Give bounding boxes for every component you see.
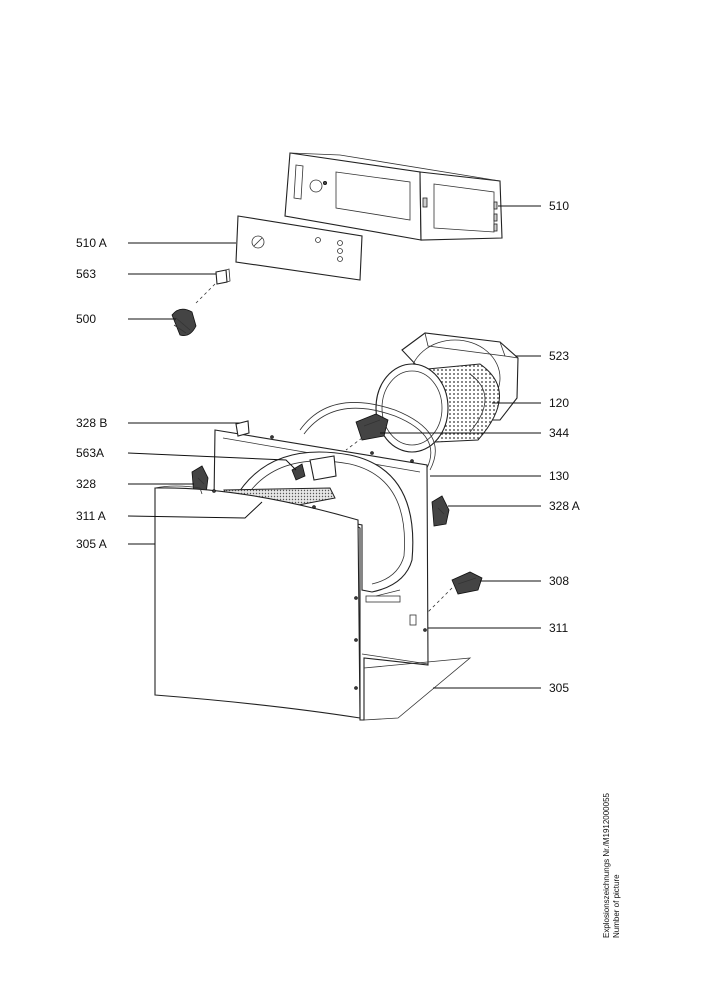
label-305a: 305 A bbox=[76, 537, 107, 551]
fascia-510a bbox=[235, 215, 363, 281]
clip-328a bbox=[431, 495, 450, 527]
label-120: 120 bbox=[549, 396, 569, 410]
label-305: 305 bbox=[549, 681, 569, 695]
drum-120 bbox=[375, 363, 500, 453]
label-510: 510 bbox=[549, 199, 569, 213]
button-563 bbox=[195, 268, 231, 304]
leader-lines bbox=[127, 205, 541, 689]
door-panel-305a bbox=[154, 485, 361, 719]
control-panel-510 bbox=[284, 152, 503, 241]
label-311: 311 bbox=[549, 621, 568, 635]
seal-ring-130 bbox=[299, 402, 436, 471]
label-328b: 328 B bbox=[76, 416, 107, 430]
label-311a: 311 A bbox=[76, 509, 106, 523]
label-563: 563 bbox=[76, 267, 96, 281]
label-344: 344 bbox=[549, 426, 569, 440]
base-plate-305 bbox=[363, 657, 472, 721]
drawing-number: Explosionszeichnungs Nr./M1912000055 bbox=[602, 792, 611, 938]
label-500: 500 bbox=[76, 312, 96, 326]
label-563a: 563A bbox=[76, 446, 104, 460]
picture-caption: Number of picture bbox=[612, 874, 621, 938]
label-510a: 510 A bbox=[76, 236, 107, 250]
label-328: 328 bbox=[76, 477, 96, 491]
label-130: 130 bbox=[549, 469, 569, 483]
label-523: 523 bbox=[549, 349, 569, 363]
label-308: 308 bbox=[549, 574, 569, 588]
switch-308 bbox=[427, 571, 483, 613]
label-328a: 328 A bbox=[549, 499, 580, 513]
knob-500 bbox=[171, 308, 197, 336]
hinge-344 bbox=[345, 413, 389, 451]
